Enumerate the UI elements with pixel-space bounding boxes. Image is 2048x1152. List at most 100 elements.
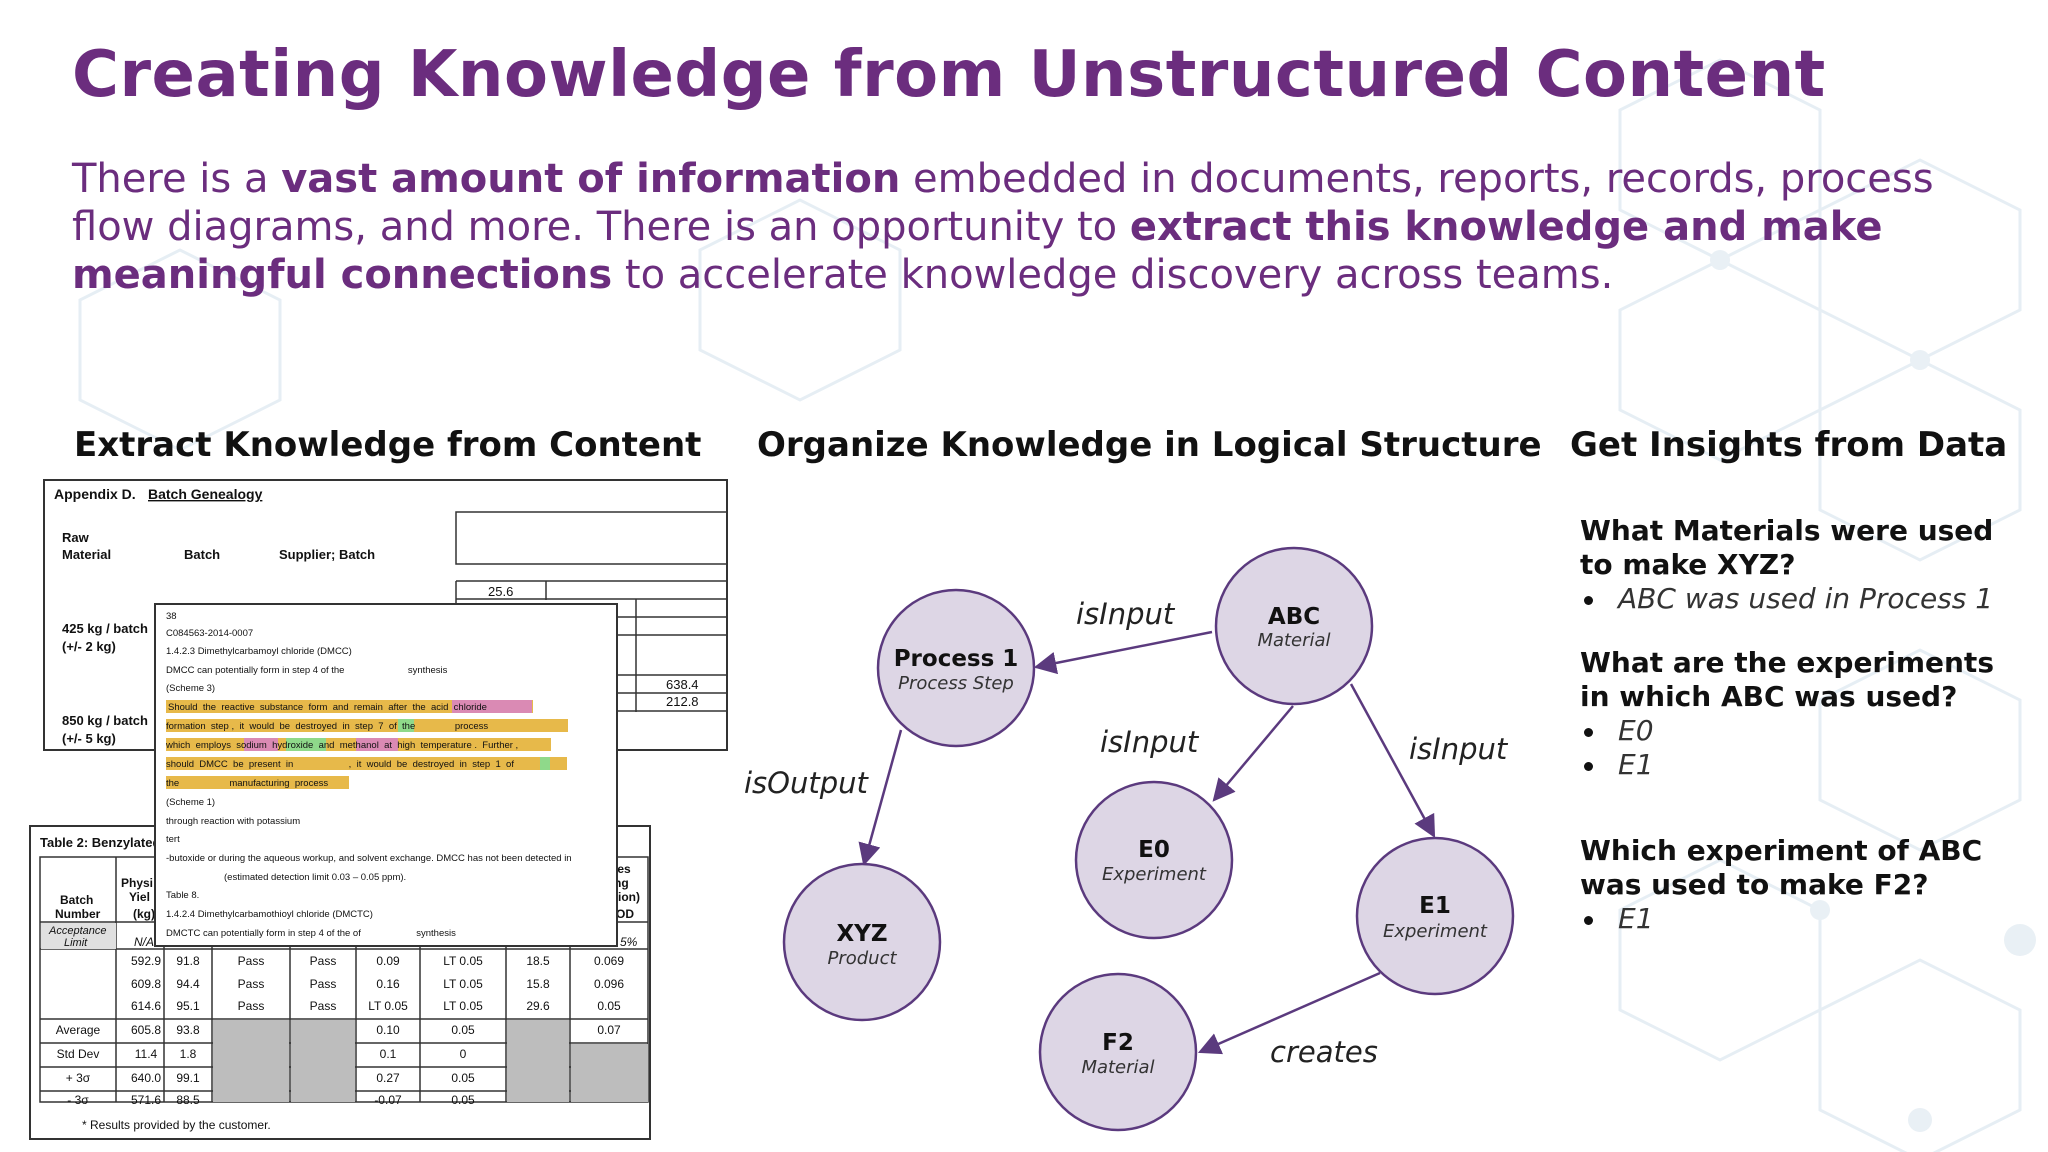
doc3-cell: 95.1	[176, 999, 200, 1013]
doc2-line: Table 8.	[166, 890, 199, 901]
doc1-v1: 25.6	[488, 584, 513, 599]
doc1-v2: 638.4	[666, 677, 699, 692]
doc3-cell: 91.8	[176, 954, 200, 968]
doc2-line: DMCTC can potentially form in step 4 of …	[166, 928, 456, 939]
node-abc[interactable]: ABC Material	[1214, 546, 1374, 706]
intro-paragraph: There is a vast amount of information em…	[72, 155, 2012, 299]
doc2-line: 1.4.2.3 Dimethylcarbamoyl chloride (DMCC…	[166, 646, 352, 657]
doc2-line: the manufacturing process	[166, 778, 328, 789]
node-process1-sub: Process Step	[898, 673, 1014, 694]
doc3-caption: Table 2: Benzylated	[40, 835, 160, 850]
answer-1-1: ABC was used in Process 1	[1580, 582, 2040, 616]
edge-labels: isInput isInput isInput isOutput creates	[744, 597, 1509, 1069]
node-process1-title: Process 1	[894, 646, 1019, 672]
node-abc-title: ABC	[1268, 604, 1320, 630]
doc3-col-phys: Physi	[121, 876, 153, 890]
doc3-cell: 0.05	[451, 1093, 475, 1107]
doc3-cell: Pass	[310, 977, 337, 991]
answer-2-2: E1	[1580, 748, 2040, 782]
doc3-cell: Pass	[310, 999, 337, 1013]
doc3-cell: 0.27	[376, 1071, 400, 1085]
doc3-cell: LT 0.05	[443, 999, 483, 1013]
doc3-col-batch: Batch	[60, 893, 93, 907]
doc3-footnote: * Results provided by the customer.	[82, 1118, 271, 1132]
intro-text-1: There is a	[72, 156, 282, 202]
doc3-col-number: Number	[55, 907, 101, 921]
doc1-row2b: (+/- 5 kg)	[62, 731, 116, 746]
label-abc-e1: isInput	[1409, 732, 1509, 766]
doc1-col-supplier: Supplier; Batch	[279, 547, 375, 562]
doc3-cell: LT 0.05	[443, 954, 483, 968]
doc3-cell: -0.07	[374, 1093, 402, 1107]
answer-list-2: E0 E1	[1580, 714, 2040, 782]
doc3-cell: Average	[56, 1023, 101, 1037]
slide-title: Creating Knowledge from Unstructured Con…	[72, 38, 1826, 112]
node-e0-sub: Experiment	[1102, 864, 1207, 885]
doc3-accept1: Acceptance	[48, 925, 106, 937]
intro-bold-1: vast amount of information	[281, 156, 901, 202]
doc3-cell: 15.8	[526, 977, 550, 991]
doc2-line: Should the reactive substance form and r…	[168, 702, 487, 713]
doc3-cell: 0.05	[451, 1023, 475, 1037]
doc1-row1b: (+/- 2 kg)	[62, 639, 116, 654]
node-e0[interactable]: E0 Experiment	[1074, 780, 1234, 940]
doc3-col-kg: (kg)	[133, 907, 155, 921]
doc3-cell: 0.07	[597, 1023, 621, 1037]
doc3-accept2: Limit	[64, 937, 88, 949]
answer-3-1: E1	[1580, 902, 2040, 936]
doc3-cell: LT 0.05	[443, 977, 483, 991]
doc1-col-batch: Batch	[184, 547, 220, 562]
edge-abc-e1	[1349, 683, 1436, 838]
node-e0-title: E0	[1138, 837, 1170, 863]
doc3-cell: 88.5	[176, 1093, 200, 1107]
intro-bold-2: extract this knowledge and make meaningf…	[72, 204, 1883, 298]
node-f2-sub: Material	[1081, 1057, 1154, 1078]
doc2-line: 1.4.2.4 Dimethylcarbamothioyl chloride (…	[166, 909, 373, 920]
doc3-col-yiel: Yiel	[129, 890, 150, 904]
question-2: What are the experiments in which ABC wa…	[1580, 646, 1994, 713]
doc3-cell: 0.096	[594, 977, 624, 991]
doc3-cell: Pass	[238, 954, 265, 968]
doc2-line: C084563-2014-0007	[166, 628, 253, 639]
doc3-cell: LT 0.05	[368, 999, 408, 1013]
doc3-cell: 571.6	[131, 1093, 161, 1107]
doc3-cell: Std Dev	[57, 1047, 100, 1061]
doc2-line: 38	[166, 611, 177, 622]
edge-process1-xyz	[858, 729, 903, 867]
label-abc-process1: isInput	[1076, 597, 1176, 631]
node-xyz[interactable]: XYZ Product	[782, 862, 942, 1022]
extract-heading: Extract Knowledge from Content	[74, 425, 702, 465]
doc1-col-material: Material	[62, 547, 111, 562]
organize-heading: Organize Knowledge in Logical Structure	[757, 425, 1542, 465]
edge-abc-process1	[1033, 630, 1213, 675]
doc1-row2: 850 kg / batch	[62, 713, 148, 728]
node-e1[interactable]: E1 Experiment	[1355, 836, 1515, 996]
doc3-cell: Pass	[238, 999, 265, 1013]
doc2-line: which employs sodium hydroxide and metha…	[165, 740, 518, 751]
doc1-row1: 425 kg / batch	[62, 621, 148, 636]
doc3-cell: Pass	[238, 977, 265, 991]
doc3-pct: 5%	[620, 935, 638, 949]
doc3-cell: - 3σ	[67, 1093, 89, 1107]
node-xyz-sub: Product	[827, 948, 897, 969]
doc2-line: tert	[166, 834, 180, 845]
node-process1[interactable]: Process 1 Process Step	[876, 588, 1036, 748]
node-abc-sub: Material	[1257, 630, 1330, 651]
question-3: Which experiment of ABC was used to make…	[1580, 834, 1983, 901]
doc3-cell: 0.1	[380, 1047, 397, 1061]
node-f2[interactable]: F2 Material	[1038, 972, 1198, 1132]
doc2-line: (estimated detection limit 0.03 – 0.05 p…	[224, 872, 406, 883]
doc3-cell: 0.16	[376, 977, 400, 991]
intro-text-2: embedded in documents, reports, records,…	[72, 156, 1934, 250]
doc3-cell: 99.1	[176, 1071, 200, 1085]
doc3-cell: 11.4	[135, 1047, 158, 1061]
doc3-cell: 0.10	[376, 1023, 400, 1037]
label-e1-f2: creates	[1270, 1035, 1378, 1069]
doc3-cell: 0.09	[376, 954, 400, 968]
doc2-line: should DMCC be present in , it would be …	[166, 759, 514, 770]
question-1: What Materials were used to make XYZ?	[1580, 514, 1994, 581]
